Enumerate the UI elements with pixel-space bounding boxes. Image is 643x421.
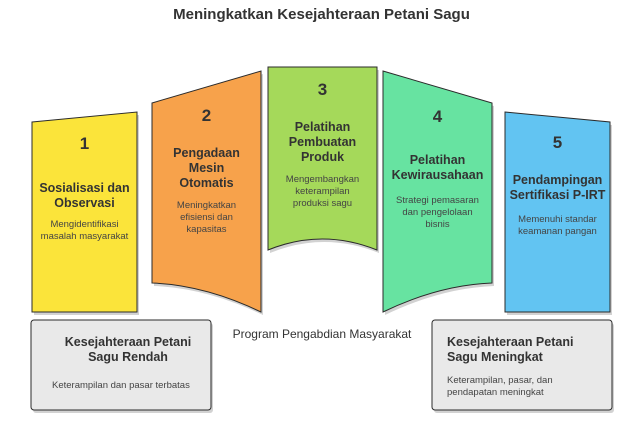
step-4: 4 Pelatihan Kewirausahaan Strategi pemas…	[385, 107, 490, 231]
right-box-description: Keterampilan, pasar, dan pendapatan meni…	[447, 375, 553, 398]
center-label: Program Pengabdian Masyarakat	[232, 327, 412, 341]
step-5-shape	[504, 111, 611, 313]
step-3-description: Mengembangkan keterampilan produksi sagu	[285, 174, 360, 209]
left-box-title: Kesejahteraan Petani Sagu Rendah	[64, 335, 192, 364]
step-2: 2 Pengadaan Mesin Otomatis Meningkatkan …	[154, 106, 259, 236]
step-3-shape	[267, 66, 378, 251]
step-2-shape	[151, 70, 262, 313]
step-5-description: Memenuhi standar keamanan pangan	[518, 214, 597, 237]
step-5-heading: Pendampingan Sertifikasi P-IRT	[509, 173, 606, 202]
step-4-number: 4	[432, 107, 443, 126]
step-1-number: 1	[79, 134, 90, 153]
left-box-description: Keterampilan dan pasar terbatas	[52, 380, 190, 391]
step-2-heading: Pengadaan Mesin Otomatis	[173, 146, 240, 190]
step-5: 5 Pendampingan Sertifikasi P-IRT Memenuh…	[507, 133, 608, 238]
step-2-description: Meningkatkan efisiensi dan kapasitas	[176, 200, 237, 235]
diagram-title: Meningkatkan Kesejahteraan Petani Sagu	[173, 6, 470, 23]
step-3: 3 Pelatihan Pembuatan Produk Mengembangk…	[270, 80, 375, 210]
step-3-number: 3	[317, 80, 328, 99]
step-5-number: 5	[552, 133, 563, 152]
step-4-heading: Pelatihan Kewirausahaan	[391, 153, 484, 182]
step-2-number: 2	[201, 106, 212, 125]
step-3-heading: Pelatihan Pembuatan Produk	[288, 120, 357, 164]
step-1-heading: Sosialisasi dan Observasi	[39, 181, 130, 210]
step-1-description: Mengidentifikasi masalah masyarakat	[40, 219, 129, 242]
step-4-description: Strategi pemasaran dan pengelolaan bisni…	[396, 195, 479, 230]
left-box-shape	[30, 319, 212, 411]
step-1: 1 Sosialisasi dan Observasi Mengidentifi…	[34, 134, 135, 243]
step-4-shape	[382, 70, 493, 313]
right-box-shape	[431, 319, 613, 411]
step-1-shape	[31, 111, 138, 313]
right-box-title: Kesejahteraan Petani Sagu Meningkat	[447, 335, 574, 364]
